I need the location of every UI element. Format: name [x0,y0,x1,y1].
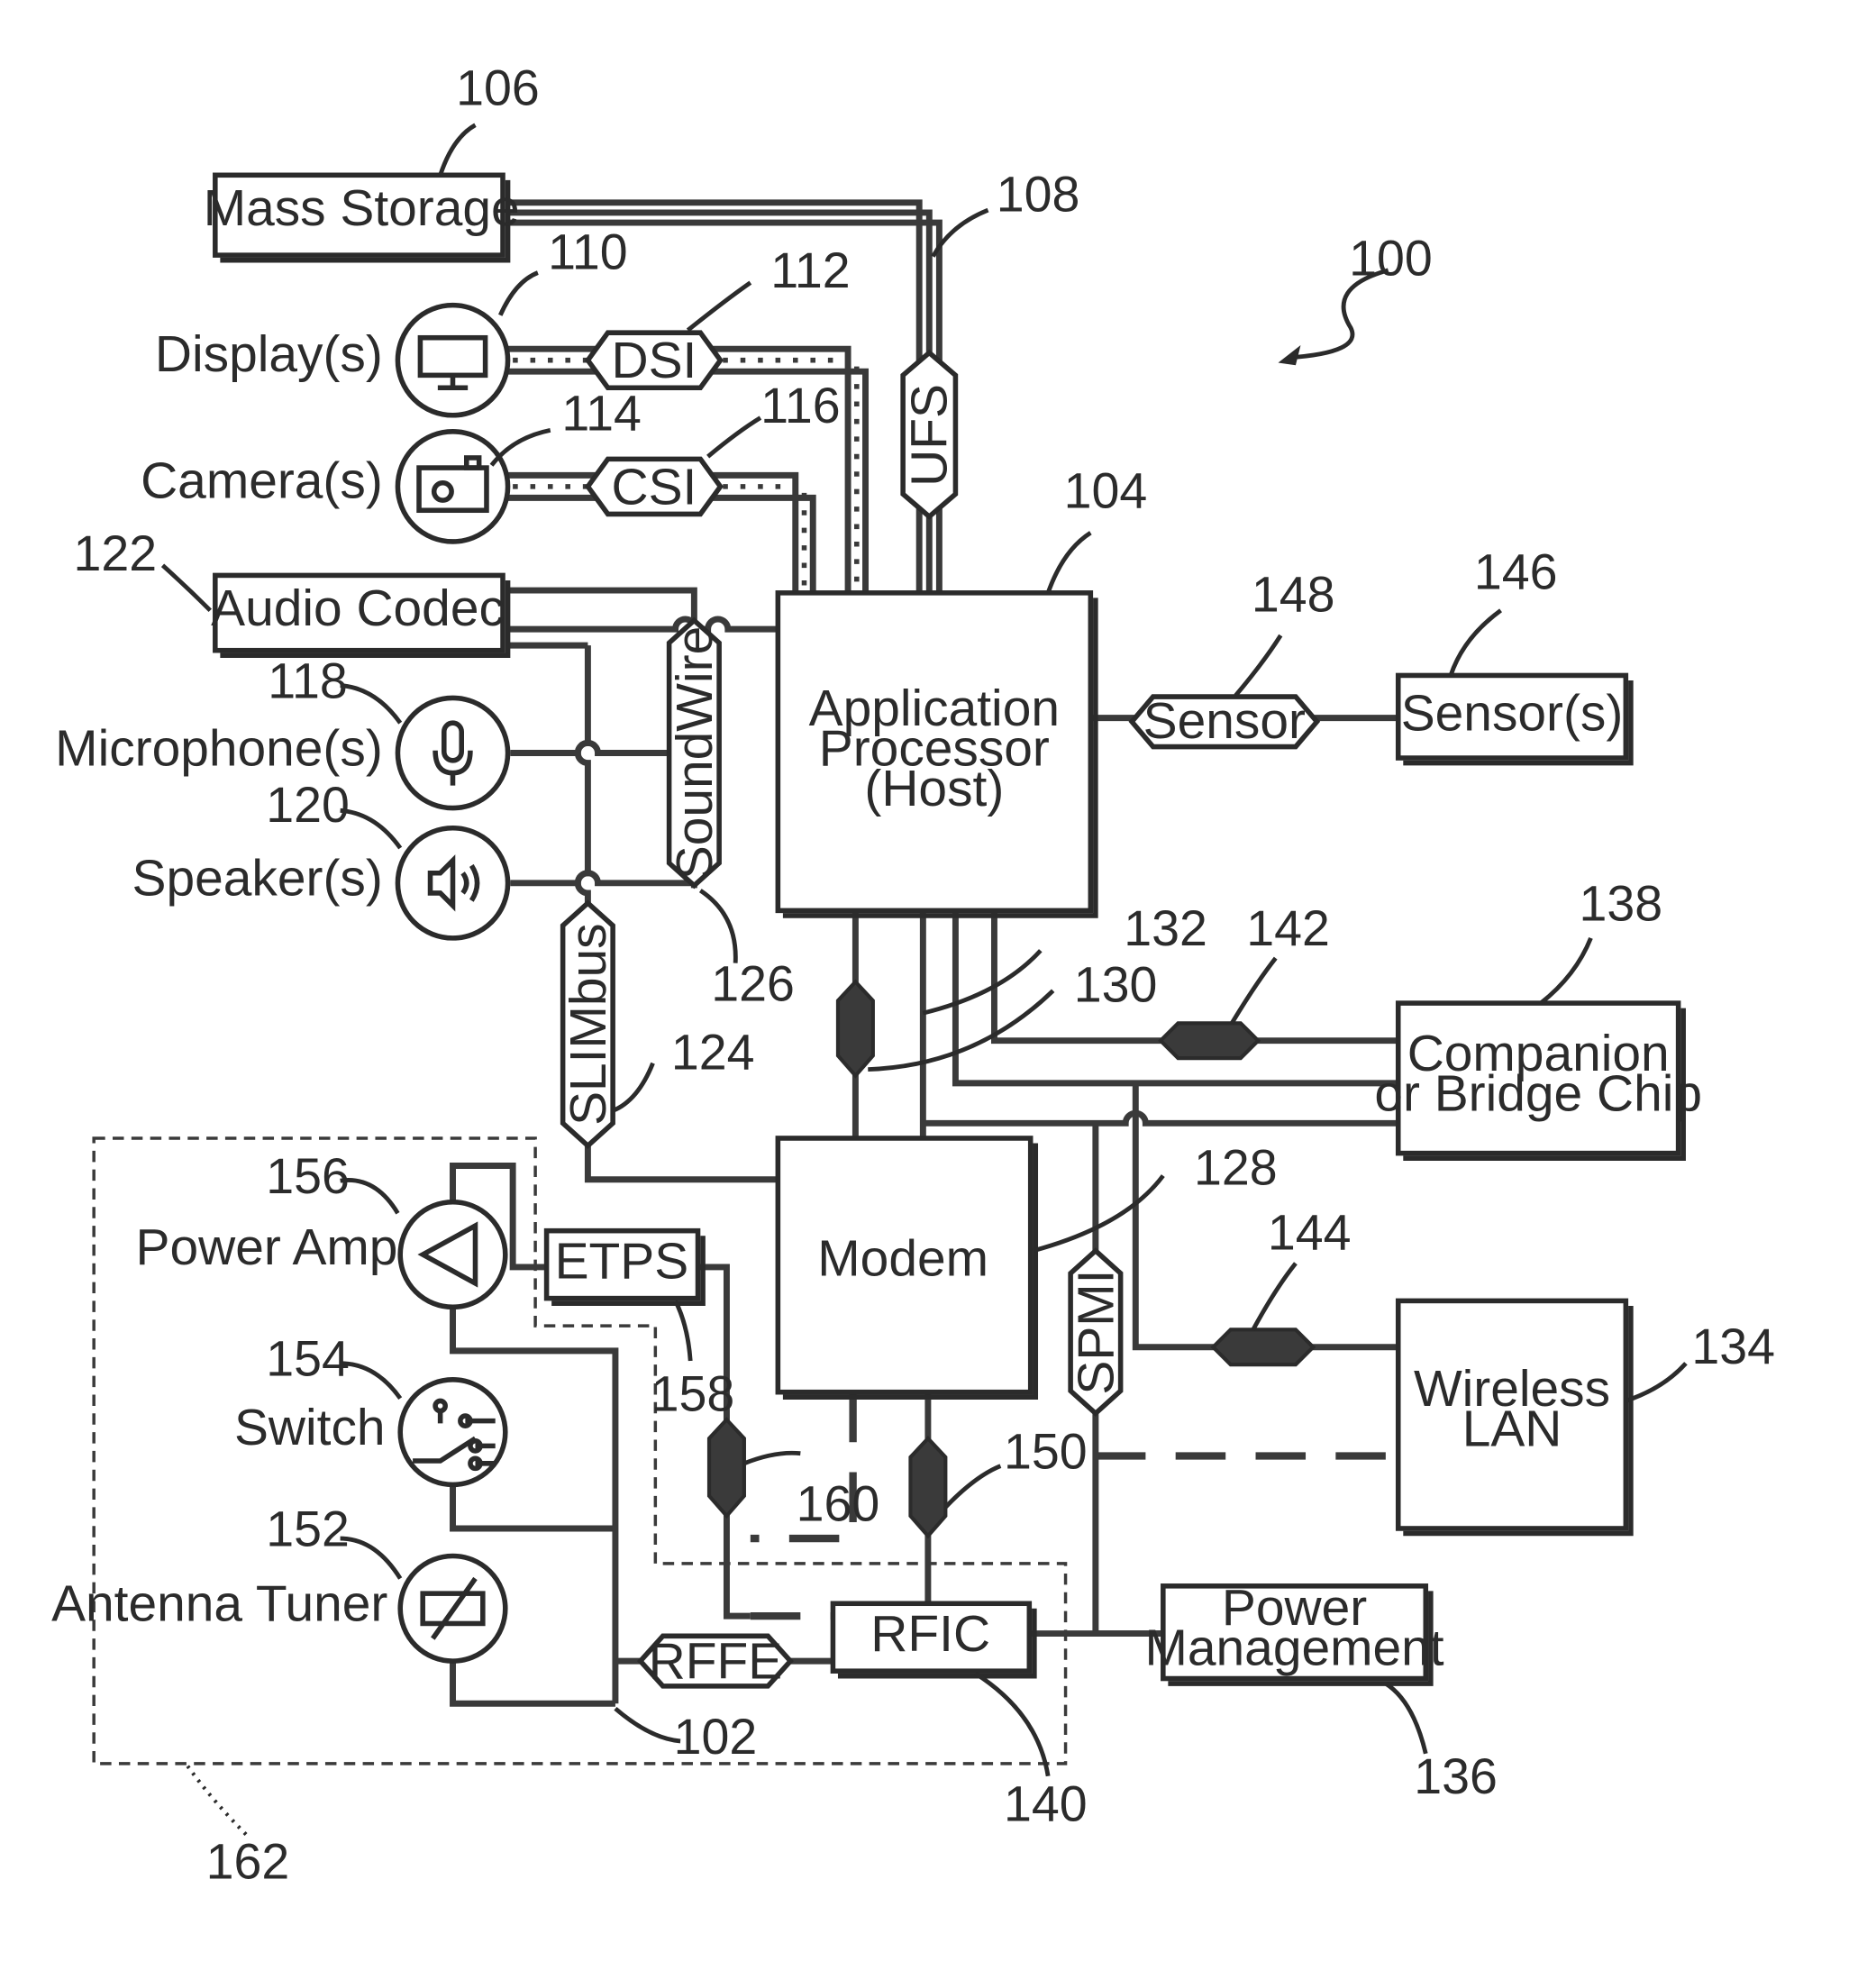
csi-bus-badge: CSI [587,458,720,516]
ref-100: 100 [1349,230,1433,286]
switch-peripheral: Switch [234,1380,505,1485]
ref-130: 130 [1074,957,1158,1013]
ref-128: 128 [1194,1139,1278,1195]
ref-136: 136 [1414,1748,1498,1804]
ap-bus-horizontal [923,1113,1398,1123]
power-management-block: Power Management [1145,1579,1444,1683]
ref-156: 156 [266,1148,350,1204]
rffe-label: RFFE [649,1633,783,1691]
dsi-label: DSI [612,332,697,389]
etps-block: ETPS [547,1231,703,1303]
ref-144: 144 [1268,1204,1352,1260]
modem-block: Modem [778,1138,1035,1397]
sensor-bus-badge: Sensor [1132,692,1316,750]
ref-146: 146 [1474,544,1558,600]
camera-peripheral: Camera(s) [141,432,507,542]
sensor-bus-label: Sensor [1143,692,1306,750]
etps-label: ETPS [555,1232,689,1290]
spmi-bus-badge: SPMI [1067,1251,1125,1413]
link-132-capsule [838,981,873,1075]
ref-138: 138 [1579,875,1662,931]
pm-label-line2: Management [1145,1619,1444,1676]
ref-102: 102 [674,1709,758,1765]
ref-150: 150 [1004,1423,1088,1479]
ref-114: 114 [561,385,641,441]
dsi-bus-badge: DSI [587,332,720,389]
power-amp-peripheral: Power Amp [136,1202,505,1308]
application-processor-block: Application Processor (Host) [778,593,1096,916]
ref-148: 148 [1252,567,1335,623]
wireless-lan-block: Wireless LAN [1398,1300,1631,1533]
ref-160: 160 [797,1476,880,1532]
display-peripheral: Display(s) [155,306,508,415]
ref-142: 142 [1246,900,1330,956]
slimbus-label: SLIMbus [560,923,617,1126]
ref-124: 124 [671,1025,755,1081]
ref-158: 158 [651,1366,735,1422]
cameras-label: Camera(s) [141,452,383,509]
tuner-bus-wire [453,1656,615,1704]
soundwire-bus-badge: SoundWire [666,620,724,885]
ref-162: 162 [206,1834,290,1890]
ref-152: 152 [266,1501,350,1556]
antenna-tuner-label: Antenna Tuner [51,1575,387,1633]
csi-label: CSI [612,458,697,516]
speakers-label: Speaker(s) [132,850,383,908]
codec-to-ap-wire [506,619,778,629]
wlan-label-line2: LAN [1462,1400,1562,1457]
link-144-capsule [1213,1329,1313,1364]
rfic-block: RFIC [833,1603,1034,1675]
codec-soundwire-wire [506,590,694,629]
ref-106: 106 [456,60,540,116]
soundwire-label: SoundWire [666,626,724,880]
antenna-tuner-peripheral: Antenna Tuner [51,1556,505,1662]
ref-140: 140 [1004,1776,1088,1832]
companion-chip-block: Companion or Bridge Chip [1374,1003,1702,1158]
ref-110: 110 [548,224,627,279]
ap-label-line3: (Host) [864,760,1004,817]
power-amp-label: Power Amp [136,1218,398,1276]
ufs-label: UFS [901,384,959,487]
switch-label: Switch [234,1399,386,1456]
ref-134: 134 [1691,1318,1775,1374]
speaker-peripheral: Speaker(s) [132,828,508,938]
ref-112: 112 [770,242,850,298]
ref-126: 126 [711,955,795,1011]
companion-label-line2: or Bridge Chip [1374,1064,1702,1122]
spmi-label: SPMI [1067,1270,1125,1395]
ref-104: 104 [1064,462,1148,518]
ref-120: 120 [266,777,350,833]
sensors-label: Sensor(s) [1401,685,1624,743]
ref-118: 118 [268,652,347,708]
ref-122: 122 [73,525,157,581]
link-150-capsule [910,1438,945,1536]
sensors-block: Sensor(s) [1398,675,1631,762]
rffe-bus-badge: RFFE [641,1633,791,1691]
microphones-label: Microphone(s) [55,719,383,777]
switch-bus-wire [453,1483,615,1528]
modem-label: Modem [817,1230,988,1288]
rfic-label: RFIC [870,1605,990,1663]
ref-108: 108 [997,167,1080,223]
displays-label: Display(s) [155,325,383,383]
slimbus-bus-badge: SLIMbus [560,903,617,1145]
audio-codec-label: Audio Codec [211,579,505,637]
link-160-capsule [709,1419,744,1516]
mass-storage-label: Mass Storage [204,179,520,237]
ref-132: 132 [1124,900,1207,956]
ref-116: 116 [760,378,840,433]
ref-154: 154 [266,1331,350,1387]
ufs-bus-badge: UFS [901,352,959,516]
link-142-capsule [1161,1023,1258,1058]
mass-storage-block: Mass Storage [204,175,520,260]
audio-codec-block: Audio Codec [211,575,507,655]
